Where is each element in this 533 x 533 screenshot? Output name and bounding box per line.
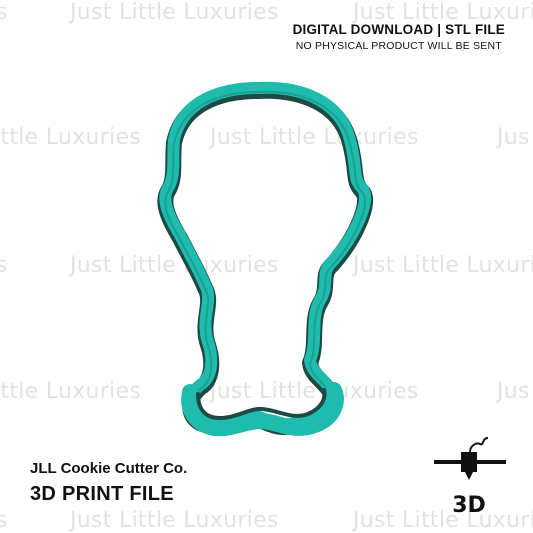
print-file-label: 3D PRINT FILE bbox=[30, 483, 174, 505]
watermark-fragment: ittle Luxuries bbox=[0, 125, 142, 150]
watermark-fragment: es bbox=[0, 0, 8, 25]
footer: JLL Cookie Cutter Co. 3D PRINT FILE bbox=[30, 460, 187, 506]
extruder-icon bbox=[461, 452, 477, 472]
header-subtitle: NO PHYSICAL PRODUCT WILL BE SENT bbox=[295, 40, 502, 52]
watermark: Just Little Luxuries bbox=[353, 253, 533, 278]
header: DIGITAL DOWNLOAD | STL FILE NO PHYSICAL … bbox=[293, 22, 505, 52]
cutter-base-inner bbox=[196, 388, 327, 421]
watermark-fragment: Jus bbox=[497, 125, 530, 150]
3d-label: 3D bbox=[452, 493, 486, 518]
watermark: Just Little Luxuries bbox=[353, 0, 533, 25]
cutter-wall bbox=[165, 88, 365, 424]
cutter-base bbox=[181, 382, 344, 437]
watermark: Just Little Luxuries bbox=[210, 125, 419, 150]
header-title: DIGITAL DOWNLOAD | STL FILE bbox=[292, 22, 505, 37]
nozzle-icon bbox=[465, 472, 473, 480]
watermark: Just Little Luxuries bbox=[353, 508, 533, 533]
watermark: Just Little Luxuries bbox=[70, 508, 279, 533]
watermark-fragment: Jus bbox=[497, 379, 530, 404]
brand-name: JLL Cookie Cutter Co. bbox=[30, 460, 188, 477]
watermark-fragment: es bbox=[0, 508, 8, 533]
watermark: Just Little Luxuries bbox=[70, 0, 279, 25]
watermark-fragment: ittle Luxuries bbox=[0, 379, 142, 404]
3d-printer-icon: 3D bbox=[434, 437, 506, 518]
watermark-fragment: es bbox=[0, 253, 8, 278]
filament-icon bbox=[469, 437, 489, 453]
watermark: Just Little Luxuries bbox=[70, 253, 279, 278]
